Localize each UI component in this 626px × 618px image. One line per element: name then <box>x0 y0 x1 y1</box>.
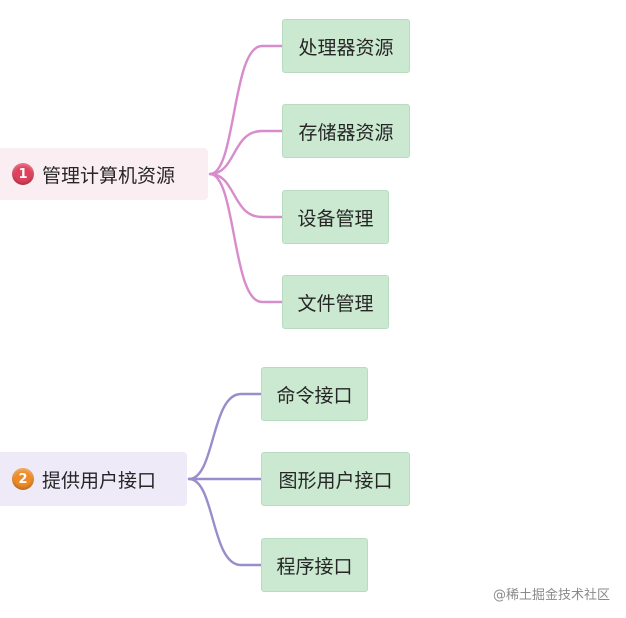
connector-line-1-2 <box>208 129 284 176</box>
branch-label: 提供用户接口 <box>42 469 157 492</box>
branch-node-manage-resources[interactable]: 1 管理计算机资源 <box>0 148 208 200</box>
leaf-node-program[interactable]: 程序接口 <box>261 538 368 592</box>
connector-line-1-3 <box>208 172 284 219</box>
leaf-node-storage[interactable]: 存储器资源 <box>282 104 410 158</box>
connector-line-2-3 <box>187 477 263 567</box>
connector-line-2-1 <box>187 392 263 481</box>
connector-line-1-4 <box>208 172 284 304</box>
leaf-node-command[interactable]: 命令接口 <box>261 367 368 421</box>
number-badge-2-icon: 2 <box>12 468 34 490</box>
connector-line-1-1 <box>208 44 284 176</box>
number-badge-1-icon: 1 <box>12 163 34 185</box>
branch-label: 管理计算机资源 <box>42 164 176 187</box>
leaf-node-gui[interactable]: 图形用户接口 <box>261 452 410 506</box>
leaf-node-file[interactable]: 文件管理 <box>282 275 389 329</box>
branch-node-user-interface[interactable]: 2 提供用户接口 <box>0 452 187 506</box>
leaf-node-processor[interactable]: 处理器资源 <box>282 19 410 73</box>
leaf-node-device[interactable]: 设备管理 <box>282 190 389 244</box>
watermark: @稀土掘金技术社区 <box>492 588 610 603</box>
